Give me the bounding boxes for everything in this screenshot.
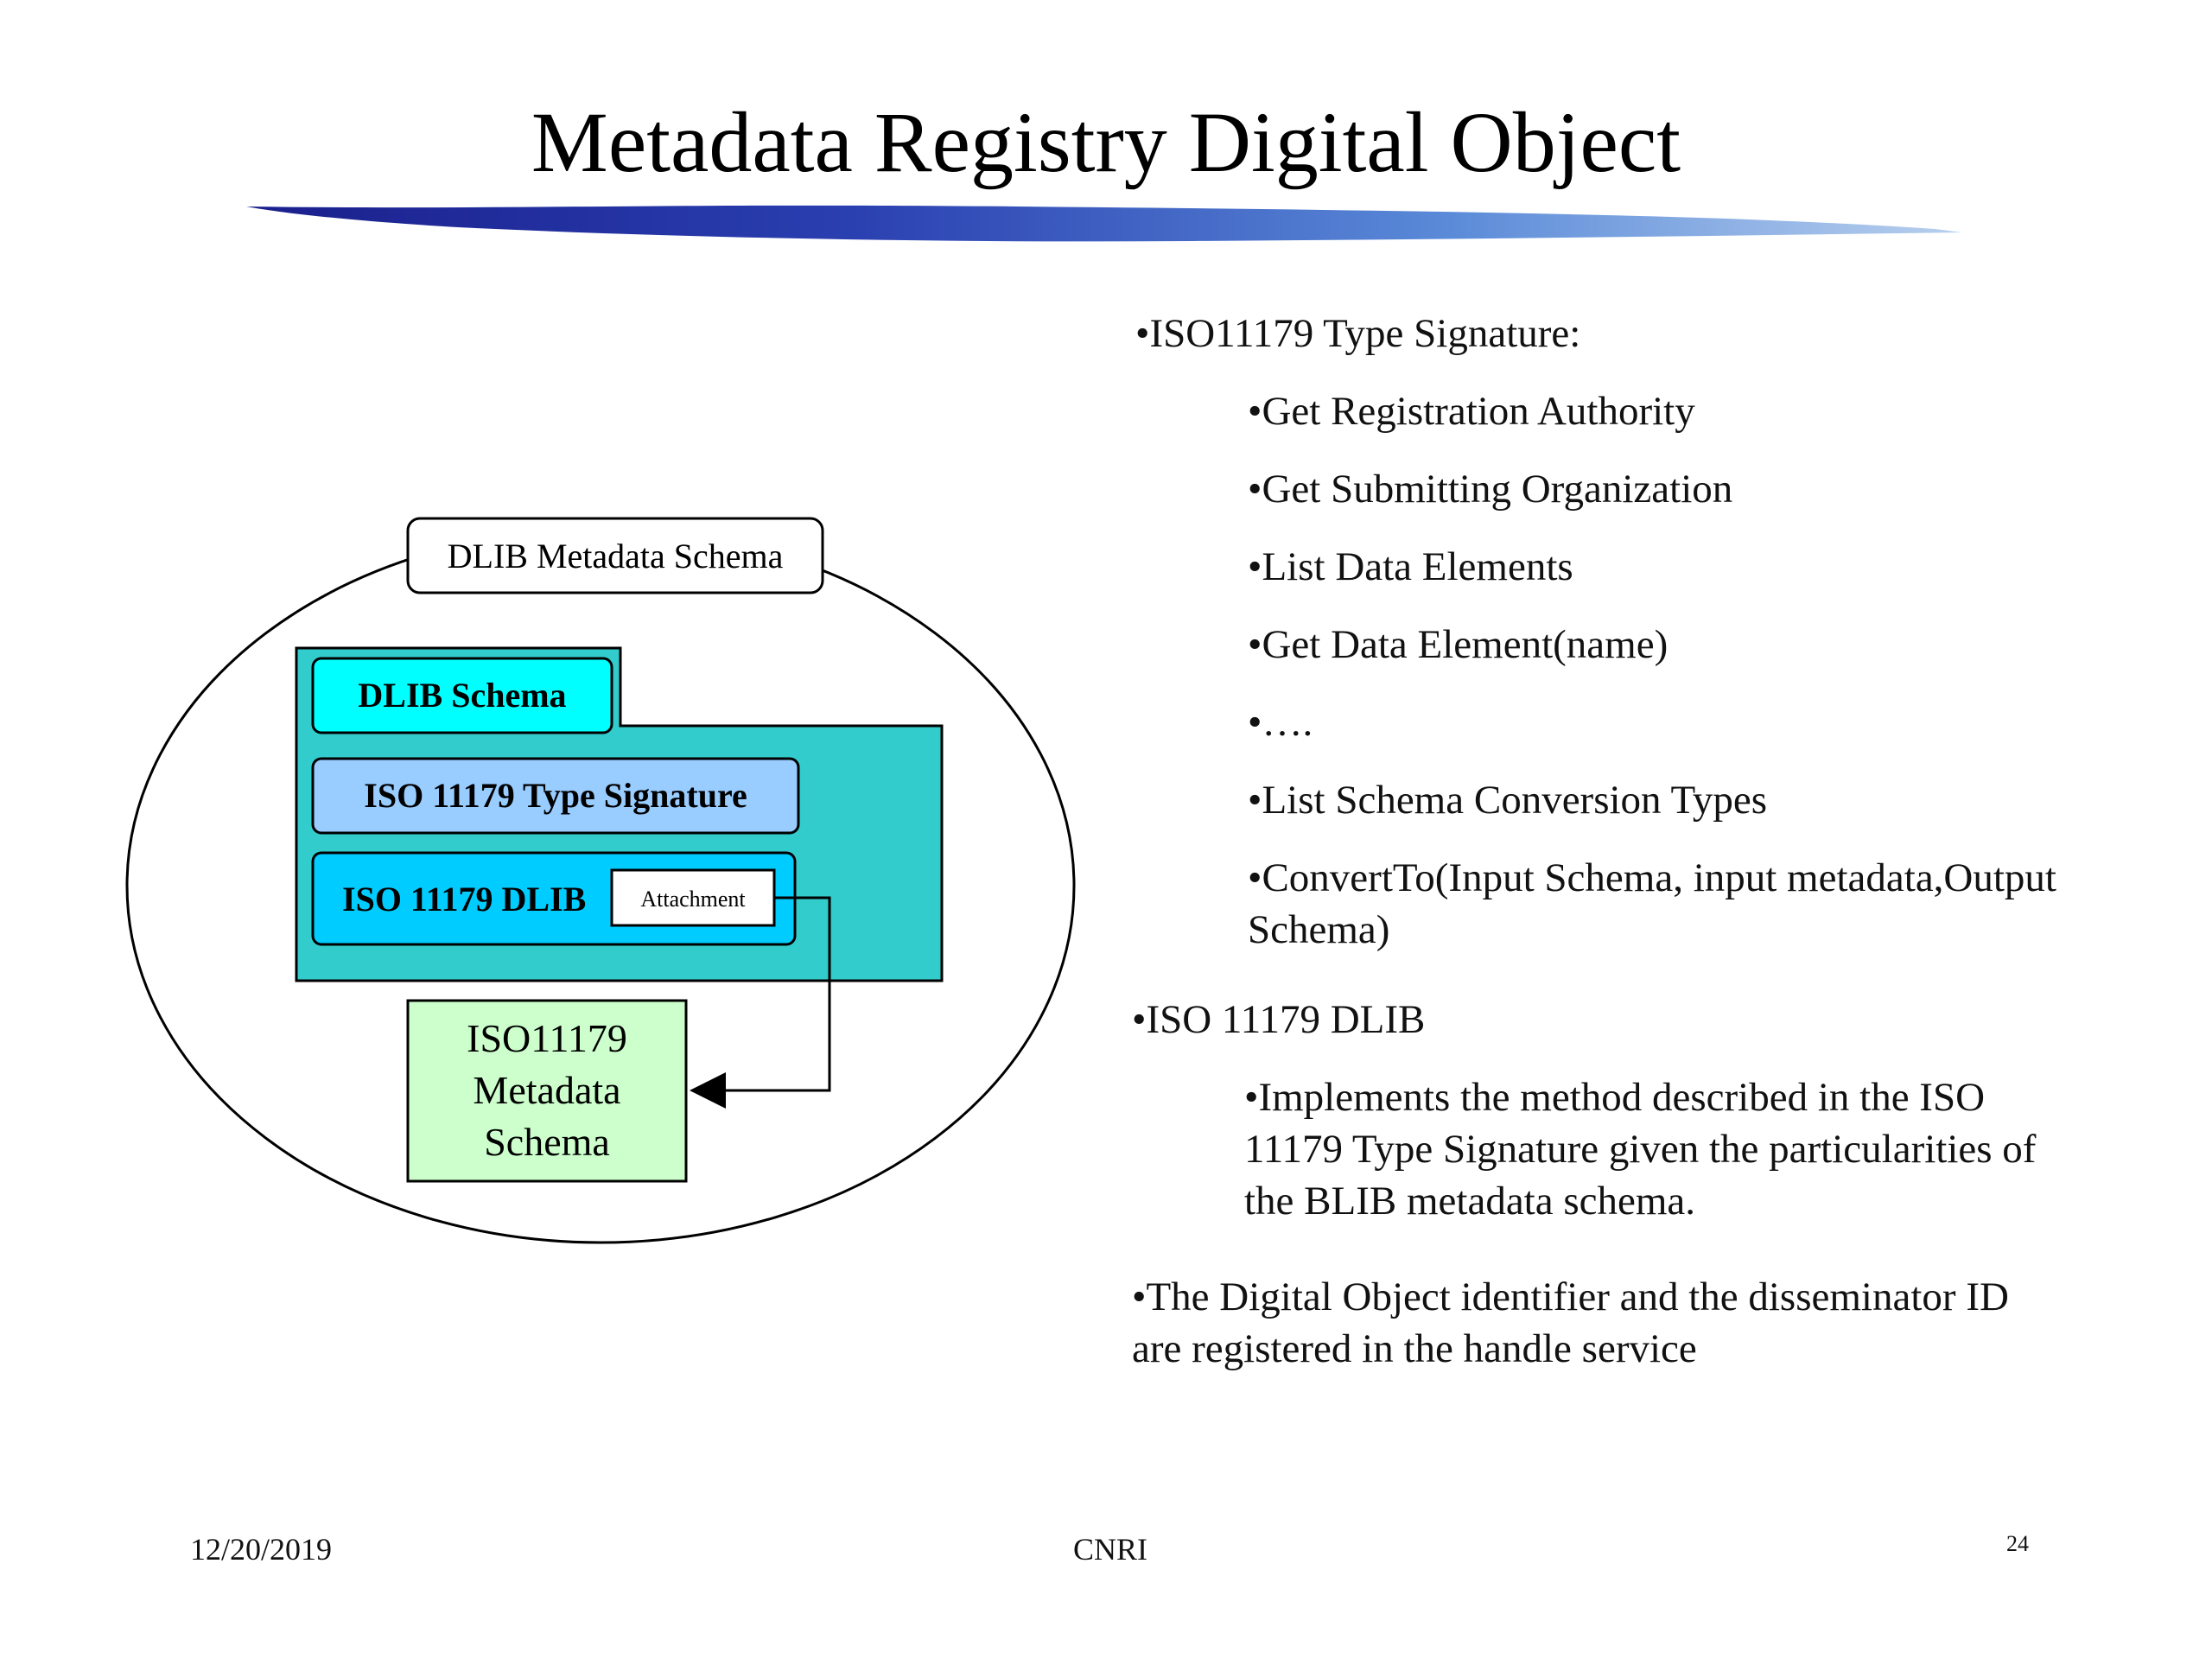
footer-org: CNRI xyxy=(1073,1532,1148,1567)
schema-diagram: DLIB Schema ISO 11179 Type Signature ISO… xyxy=(125,517,1076,1244)
dlib-schema-tab xyxy=(311,657,613,734)
type-signature-label: ISO 11179 Type Signature xyxy=(364,776,747,815)
sub-bullet: •Get Submitting Organization xyxy=(1248,467,1733,512)
dlib-schema-tab-label: DLIB Schema xyxy=(358,676,566,715)
target-line-2: Metadata xyxy=(473,1068,620,1112)
target-line-1: ISO11179 xyxy=(467,1016,627,1060)
outer-schema-label-box xyxy=(406,517,824,594)
sub-bullet: •ConvertTo(Input Schema, input metadata,… xyxy=(1248,855,2056,952)
bullet-type-signature: •ISO11179 Type Signature: xyxy=(1135,311,1581,356)
outer-schema-label: DLIB Metadata Schema xyxy=(448,537,784,575)
sub-bullet-implements: •Implements the method described in the … xyxy=(1244,1075,2037,1224)
attachment-label: Attachment xyxy=(640,887,746,912)
sub-bullet: •…. xyxy=(1248,700,1313,745)
title-underline-brush xyxy=(246,205,1961,242)
iso-dlib-label: ISO 11179 DLIB xyxy=(342,880,586,918)
attachment-connector-arrow xyxy=(690,896,831,1109)
sub-bullet: •List Schema Conversion Types xyxy=(1248,778,1768,823)
target-line-3: Schema xyxy=(484,1120,610,1164)
sub-bullet: •List Data Elements xyxy=(1248,544,1573,589)
footer-date: 12/20/2019 xyxy=(190,1532,333,1567)
bullet-digital-object: •The Digital Object identifier and the d… xyxy=(1132,1274,2009,1371)
slide-title: Metadata Registry Digital Object xyxy=(531,94,1681,190)
sub-bullet: •Get Data Element(name) xyxy=(1248,622,1669,667)
bullet-iso-dlib: •ISO 11179 DLIB xyxy=(1132,997,1426,1042)
sub-bullet: •Get Registration Authority xyxy=(1248,389,1695,434)
type-signature-box xyxy=(311,757,800,835)
iso11179-metadata-schema-box xyxy=(406,999,688,1183)
page-number: 24 xyxy=(2006,1531,2029,1556)
